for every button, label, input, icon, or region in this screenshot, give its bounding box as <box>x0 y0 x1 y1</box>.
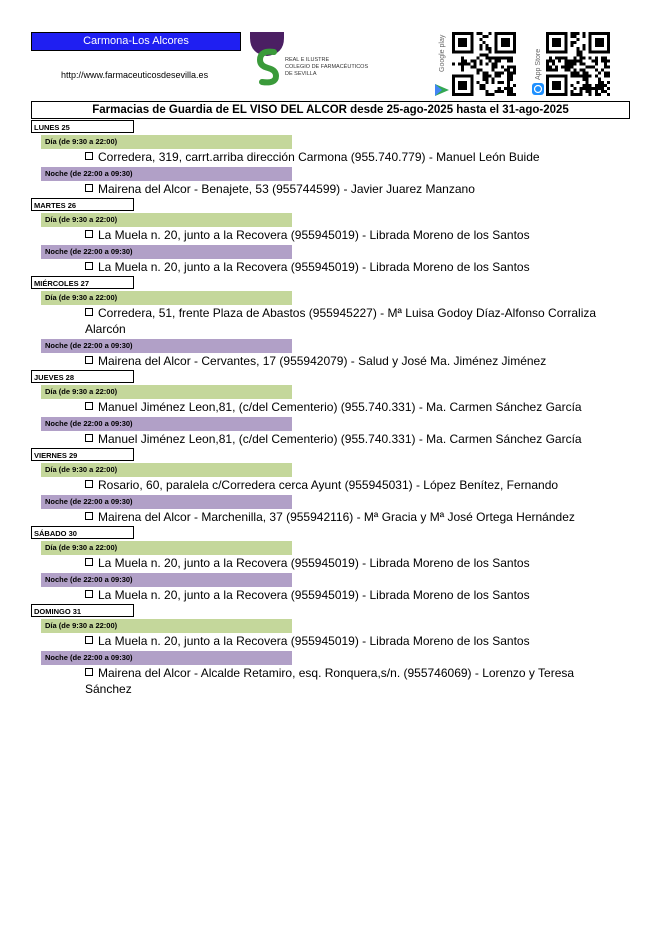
day-label: LUNES 25 <box>31 120 134 133</box>
day-shift-label: Día (de 9:30 a 22:00) <box>41 463 292 477</box>
pharmacy-entry: Corredera, 319, carrt.arriba dirección C… <box>85 149 605 165</box>
pharmacy-text: Mairena del Alcor - Marchenilla, 37 (955… <box>98 510 575 524</box>
checkbox-icon <box>85 152 93 160</box>
schedule-list: LUNES 25 Día (de 9:30 a 22:00) Corredera… <box>31 119 631 697</box>
pharmacy-entry: Mairena del Alcor - Benajete, 53 (955744… <box>85 181 605 197</box>
pharmacy-text: La Muela n. 20, junto a la Recovera (955… <box>98 634 530 648</box>
day-shift-label: Día (de 9:30 a 22:00) <box>41 619 292 633</box>
pharmacy-entry: Mairena del Alcor - Cervantes, 17 (95594… <box>85 353 605 369</box>
checkbox-icon <box>85 308 93 316</box>
day-block: VIERNES 29 Día (de 9:30 a 22:00) Rosario… <box>31 448 631 525</box>
day-label: MIÉRCOLES 27 <box>31 276 134 289</box>
night-shift-label: Noche (de 22:00 a 09:30) <box>41 245 292 259</box>
night-shift-label: Noche (de 22:00 a 09:30) <box>41 573 292 587</box>
checkbox-icon <box>85 512 93 520</box>
app-store-text: App Store <box>535 49 542 80</box>
day-block: MIÉRCOLES 27 Día (de 9:30 a 22:00) Corre… <box>31 276 631 369</box>
checkbox-icon <box>85 636 93 644</box>
pharmacy-text: Mairena del Alcor - Benajete, 53 (955744… <box>98 182 475 196</box>
day-label: MARTES 26 <box>31 198 134 211</box>
qr-code-icon[interactable] <box>546 32 610 96</box>
day-label: VIERNES 29 <box>31 448 134 461</box>
pharmacy-entry: La Muela n. 20, junto a la Recovera (955… <box>85 587 605 603</box>
day-shift-label: Día (de 9:30 a 22:00) <box>41 135 292 149</box>
pharmacy-text: La Muela n. 20, junto a la Recovera (955… <box>98 588 530 602</box>
pharmacy-text: Manuel Jiménez Leon,81, (c/del Cementeri… <box>98 432 582 446</box>
pharmacy-entry: Mairena del Alcor - Alcalde Retamiro, es… <box>85 665 605 697</box>
checkbox-icon <box>85 402 93 410</box>
checkbox-icon <box>85 668 93 676</box>
checkbox-icon <box>85 356 93 364</box>
night-shift-label: Noche (de 22:00 a 09:30) <box>41 339 292 353</box>
pharmacy-text: Mairena del Alcor - Cervantes, 17 (95594… <box>98 354 547 368</box>
app-store-icon[interactable]: App Store <box>530 32 546 96</box>
checkbox-icon <box>85 558 93 566</box>
day-block: DOMINGO 31 Día (de 9:30 a 22:00) La Muel… <box>31 604 631 697</box>
day-label: SÁBADO 30 <box>31 526 134 539</box>
pharmacy-entry: La Muela n. 20, junto a la Recovera (955… <box>85 259 605 275</box>
checkbox-icon <box>85 590 93 598</box>
checkbox-icon <box>85 184 93 192</box>
pharmacy-text: La Muela n. 20, junto a la Recovera (955… <box>98 260 530 274</box>
page-title: Farmacias de Guardia de EL VISO DEL ALCO… <box>31 101 630 119</box>
pharmacy-entry: Manuel Jiménez Leon,81, (c/del Cementeri… <box>85 431 605 447</box>
day-shift-label: Día (de 9:30 a 22:00) <box>41 291 292 305</box>
day-block: LUNES 25 Día (de 9:30 a 22:00) Corredera… <box>31 120 631 197</box>
zone-label: Carmona-Los Alcores <box>31 32 241 51</box>
google-play-text: Google play <box>439 34 446 72</box>
pharmacy-text: La Muela n. 20, junto a la Recovera (955… <box>98 228 530 242</box>
pharmacy-entry: Rosario, 60, paralela c/Corredera cerca … <box>85 477 605 493</box>
night-shift-label: Noche (de 22:00 a 09:30) <box>41 651 292 665</box>
pharmacy-text: Corredera, 319, carrt.arriba dirección C… <box>98 150 540 164</box>
checkbox-icon <box>85 434 93 442</box>
checkbox-icon <box>85 230 93 238</box>
pharmacy-entry: La Muela n. 20, junto a la Recovera (955… <box>85 227 605 243</box>
night-shift-label: Noche (de 22:00 a 09:30) <box>41 495 292 509</box>
day-block: SÁBADO 30 Día (de 9:30 a 22:00) La Muela… <box>31 526 631 603</box>
pharmacy-entry: Mairena del Alcor - Marchenilla, 37 (955… <box>85 509 605 525</box>
pharmacy-text: Mairena del Alcor - Alcalde Retamiro, es… <box>85 666 575 696</box>
college-logo-text: REAL E ILUSTRE COLEGIO DE FARMACÉUTICOS … <box>285 57 380 78</box>
logo-line-1: REAL E ILUSTRE <box>285 57 330 63</box>
logo-line-3: DE SEVILLA <box>285 71 317 77</box>
night-shift-label: Noche (de 22:00 a 09:30) <box>41 167 292 181</box>
college-logo-icon <box>250 32 284 86</box>
qr-code-icon[interactable] <box>452 32 516 96</box>
logo-line-2: COLEGIO DE FARMACÉUTICOS <box>285 64 369 70</box>
pharmacy-entry: Manuel Jiménez Leon,81, (c/del Cementeri… <box>85 399 605 415</box>
pharmacy-entry: La Muela n. 20, junto a la Recovera (955… <box>85 633 605 649</box>
night-shift-label: Noche (de 22:00 a 09:30) <box>41 417 292 431</box>
google-play-icon[interactable]: Google play <box>434 32 450 96</box>
day-block: MARTES 26 Día (de 9:30 a 22:00) La Muela… <box>31 198 631 275</box>
day-label: DOMINGO 31 <box>31 604 134 617</box>
pharmacy-entry: Corredera, 51, frente Plaza de Abastos (… <box>85 305 605 337</box>
checkbox-icon <box>85 262 93 270</box>
day-shift-label: Día (de 9:30 a 22:00) <box>41 385 292 399</box>
pharmacy-text: Manuel Jiménez Leon,81, (c/del Cementeri… <box>98 400 582 414</box>
day-block: JUEVES 28 Día (de 9:30 a 22:00) Manuel J… <box>31 370 631 447</box>
day-label: JUEVES 28 <box>31 370 134 383</box>
day-shift-label: Día (de 9:30 a 22:00) <box>41 213 292 227</box>
day-shift-label: Día (de 9:30 a 22:00) <box>41 541 292 555</box>
checkbox-icon <box>85 480 93 488</box>
pharmacy-text: Rosario, 60, paralela c/Corredera cerca … <box>98 478 559 492</box>
pharmacy-entry: La Muela n. 20, junto a la Recovera (955… <box>85 555 605 571</box>
pharmacy-text: La Muela n. 20, junto a la Recovera (955… <box>98 556 530 570</box>
website-link[interactable]: http://www.farmaceuticosdesevilla.es <box>61 70 209 80</box>
pharmacy-text: Corredera, 51, frente Plaza de Abastos (… <box>85 306 597 336</box>
